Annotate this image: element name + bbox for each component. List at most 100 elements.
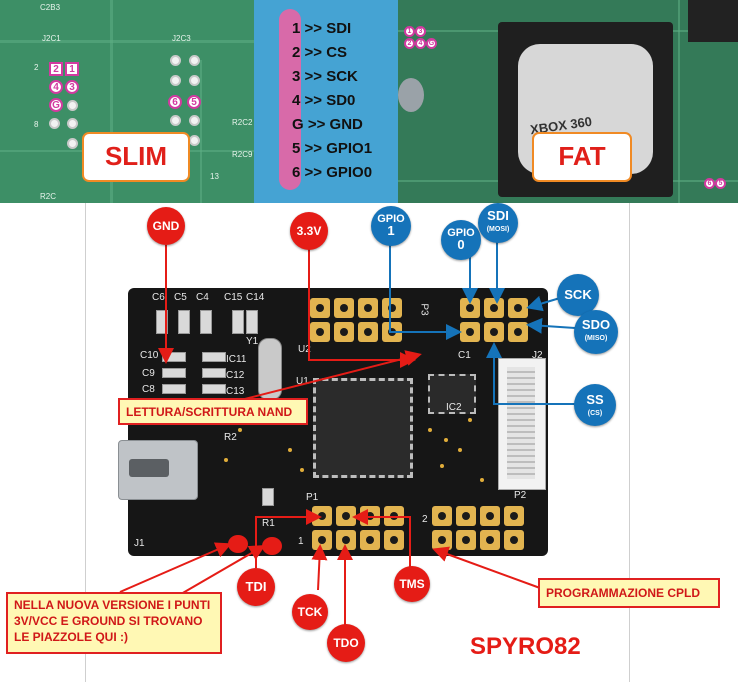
silk-label: C4 — [196, 292, 209, 303]
silk-label: 13 — [210, 172, 219, 181]
pinout-row: G >> GND — [292, 116, 363, 138]
header-pin-gpio1[interactable] — [460, 322, 480, 342]
silk-label: U1 — [296, 376, 309, 387]
header-pin-sck[interactable] — [508, 298, 528, 318]
callout-sub: (MOSI) — [486, 226, 510, 233]
silk-label: J2C3 — [172, 34, 191, 43]
pin-label: >> SDI — [304, 20, 352, 37]
callout-sub: (CS) — [587, 410, 603, 417]
header-pin — [432, 506, 452, 526]
silk-label: C6 — [152, 292, 165, 303]
capacitor — [178, 310, 190, 334]
pin-label: >> GPIO0 — [304, 164, 373, 181]
silk-label: 2 — [422, 514, 428, 525]
capacitor — [398, 78, 424, 112]
pin-label: >> SD0 — [304, 92, 356, 109]
silk-label: C15 — [224, 292, 243, 303]
capacitor — [162, 384, 186, 394]
callout-label: SS — [586, 392, 604, 407]
capacitor — [162, 368, 186, 378]
silk-label: Y1 — [246, 336, 259, 347]
vcc-pad-marker — [262, 537, 282, 555]
fat-photo-panel: 1 3 2 4 G XBOX 360 6 5 FAT — [398, 0, 738, 203]
slim-hole — [67, 100, 78, 111]
ss-callout: SS (CS) — [574, 384, 616, 426]
header-pin — [504, 506, 524, 526]
pinout-row: 5 >> GPIO1 — [292, 140, 372, 162]
silk-label: C13 — [226, 386, 245, 397]
silk-label: P2 — [514, 490, 527, 501]
pin-number: 2 — [292, 44, 301, 61]
slim-hole — [170, 115, 181, 126]
fat-pad-2: 2 — [404, 38, 415, 49]
header-pin — [480, 506, 500, 526]
pin-number: 1 — [292, 20, 301, 37]
pin-number: 5 — [292, 140, 301, 157]
pinout-legend: 1 >> SDI 2 >> CS 3 >> SCK 4 >> SD0 G >> … — [254, 0, 398, 203]
slim-hole — [49, 118, 60, 129]
pinout-row: 4 >> SD0 — [292, 92, 355, 114]
slim-hole — [189, 115, 200, 126]
silk-label: 8 — [34, 120, 39, 129]
slim-pad-5: 5 — [187, 95, 201, 109]
silk-label: C9 — [142, 368, 155, 379]
ribbon-connector[interactable] — [498, 358, 546, 490]
silk-label: IC2 — [446, 402, 462, 413]
callout-label: GPIO — [447, 227, 475, 239]
cpld-chip — [313, 378, 413, 478]
header-pin — [480, 530, 500, 550]
callout-label: SDO — [581, 317, 611, 332]
fat-title: FAT — [532, 132, 632, 182]
slim-pad-2: 2 — [49, 62, 63, 76]
slim-hole — [189, 135, 200, 146]
header-pin-ss[interactable] — [484, 322, 504, 342]
callout-number: 0 — [457, 237, 465, 252]
fat-pad-6: 6 — [704, 178, 715, 189]
fat-pad-5: 5 — [715, 178, 726, 189]
capacitor — [232, 310, 244, 334]
silk-label: C10 — [140, 350, 159, 361]
header-pin — [384, 530, 404, 550]
tdo-callout: TDO — [327, 624, 365, 662]
silk-label: C5 — [174, 292, 187, 303]
sdi-callout: SDI (MOSI) — [478, 203, 518, 243]
silk-label: J2C1 — [42, 34, 61, 43]
fat-pad-4: 4 — [415, 38, 426, 49]
header-pin — [334, 322, 354, 342]
slim-pad-4: 4 — [49, 80, 63, 94]
pin-label: >> GPIO1 — [304, 140, 373, 157]
silk-label: R2C2 — [232, 118, 253, 127]
silk-label: C14 — [246, 292, 265, 303]
slim-hole — [67, 118, 78, 129]
header-pin — [432, 530, 452, 550]
silk-label: C1 — [458, 350, 471, 361]
silk-label: C2B3 — [40, 3, 61, 12]
silk-label: R2 — [224, 432, 237, 443]
gpio0-callout: GPIO 0 — [441, 220, 481, 260]
callout-label: GPIO — [377, 213, 405, 225]
usb-connector — [118, 440, 198, 500]
silk-label: R1 — [262, 518, 275, 529]
header-pin — [310, 298, 330, 318]
silk-label: J2 — [532, 350, 543, 361]
silk-label: C12 — [226, 370, 245, 381]
pin-label: >> CS — [304, 44, 348, 61]
fat-pad-3: 3 — [415, 26, 426, 37]
cpld-note: PROGRAMMAZIONE CPLD — [538, 578, 720, 608]
header-pin — [358, 322, 378, 342]
slim-pad-gnd: G — [49, 98, 63, 112]
pin-label: >> GND — [307, 116, 363, 133]
tms-callout: TMS — [394, 566, 430, 602]
header-pin-sdo[interactable] — [508, 322, 528, 342]
header-pin — [382, 298, 402, 318]
v33-callout: 3.3V — [290, 212, 328, 250]
silk-label: R2C — [40, 192, 57, 201]
slim-hole — [67, 138, 78, 149]
silk-label: C8 — [142, 384, 155, 395]
slim-title: SLIM — [82, 132, 190, 182]
chip — [688, 0, 738, 42]
new-version-note: NELLA NUOVA VERSIONE I PUNTI 3V/VCC E GR… — [6, 592, 222, 654]
pin-number: G — [292, 116, 304, 133]
capacitor — [202, 384, 226, 394]
sdo-callout: SDO (MISO) — [574, 310, 618, 354]
